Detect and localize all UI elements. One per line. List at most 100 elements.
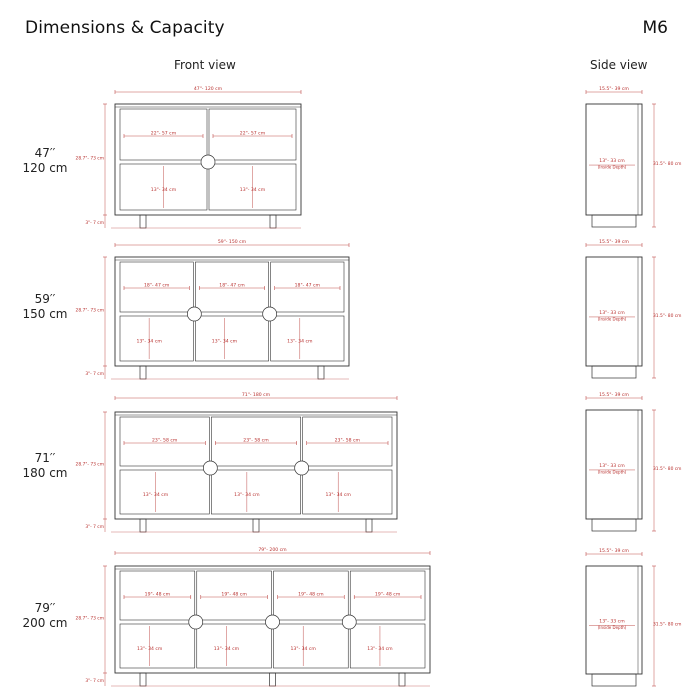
side-height-label: 31.5"- 80 cm <box>653 161 681 167</box>
lower-compartment <box>273 623 349 669</box>
side-leg <box>591 673 637 687</box>
shelf-width-label: 22"- 57 cm <box>151 131 177 137</box>
door-pull-circle <box>265 614 280 630</box>
sideboard-variant-4: 19"- 48 cm 13"- 34 cm 19"- 48 cm 13"- 34 cm… <box>76 547 681 687</box>
lower-compartment <box>119 163 208 211</box>
size-cm: 120 cm <box>22 161 68 175</box>
leg <box>139 214 147 229</box>
side-inner-note: (Inside Depth) <box>598 165 627 170</box>
size-cm: 150 cm <box>22 307 68 321</box>
size-cm: 180 cm <box>22 466 68 480</box>
door-pull-circle <box>341 614 357 630</box>
lower-height-label: 13"- 34 cm <box>212 339 238 345</box>
shelf-width-label: 22"- 57 cm <box>240 131 266 137</box>
overall-height-label: 28.7"- 73 cm <box>76 616 104 622</box>
leg <box>269 672 276 687</box>
upper-compartment <box>119 108 208 161</box>
upper-compartment <box>302 416 393 467</box>
leg <box>317 365 325 380</box>
upper-compartment <box>349 570 426 621</box>
sideboard-variant-3: 23"- 58 cm 13"- 34 cm 23"- 58 cm 13"- 34 cm… <box>76 392 681 533</box>
leg <box>365 518 373 533</box>
upper-compartment <box>211 416 301 467</box>
side-inner-label: 13"- 33 cm <box>599 618 625 624</box>
leg <box>269 214 277 229</box>
leg-height-label: 3"- 7 cm <box>85 371 104 377</box>
lower-height-label: 13"- 34 cm <box>240 187 266 193</box>
side-leg <box>591 518 637 532</box>
shelf-width-label: 19"- 48 cm <box>298 592 324 598</box>
shelf-width-label: 18"- 47 cm <box>295 283 321 289</box>
model-name: M6 <box>642 18 668 38</box>
leg <box>139 672 147 687</box>
size-inches: 79′′ <box>34 601 56 615</box>
sideboard-variant-2: 18"- 47 cm 13"- 34 cm 18"- 47 cm 13"- 34 cm… <box>76 239 681 380</box>
door-pull-circle <box>200 154 216 170</box>
door-pull-circle <box>262 306 278 322</box>
size-inches: 59′′ <box>34 292 56 306</box>
cabinet-outline <box>114 103 302 216</box>
leg-height-label: 3"- 7 cm <box>85 524 104 530</box>
leg <box>398 672 406 687</box>
upper-compartment <box>119 261 194 313</box>
door-pull-circle <box>186 306 202 322</box>
size-cm: 200 cm <box>22 616 68 630</box>
upper-compartment <box>119 416 210 467</box>
lower-compartment <box>302 469 393 515</box>
overall-height-label: 28.7"- 73 cm <box>76 462 104 468</box>
lower-compartment <box>196 623 272 669</box>
upper-compartment <box>273 570 349 621</box>
shelf-width-label: 23"- 58 cm <box>335 438 361 444</box>
side-height-label: 31.5"- 80 cm <box>653 313 681 319</box>
shelf-width-label: 19"- 48 cm <box>221 592 247 598</box>
side-leg <box>591 365 637 379</box>
upper-compartment <box>195 261 269 313</box>
side-inner-label: 13"- 33 cm <box>599 310 625 316</box>
overall-width-label: 79"- 200 cm <box>258 547 287 553</box>
size-label-150: 59′′ 150 cm <box>15 292 75 322</box>
lower-height-label: 13"- 34 cm <box>136 339 162 345</box>
side-height-label: 31.5"- 80 cm <box>653 466 681 472</box>
overall-height-label: 28.7"- 73 cm <box>76 308 104 314</box>
lower-height-label: 13"- 34 cm <box>214 646 240 652</box>
size-label-200: 79′′ 200 cm <box>15 601 75 631</box>
lower-height-label: 13"- 34 cm <box>151 187 177 193</box>
size-label-180: 71′′ 180 cm <box>15 451 75 481</box>
lower-compartment <box>270 315 345 362</box>
lower-compartment <box>211 469 301 515</box>
overall-width-label: 47"- 120 cm <box>194 86 223 92</box>
lower-compartment <box>119 623 196 669</box>
page-title: Dimensions & Capacity <box>25 18 225 38</box>
upper-compartment <box>196 570 272 621</box>
size-inches: 71′′ <box>34 451 56 465</box>
lower-height-label: 13"- 34 cm <box>143 492 169 498</box>
sideboard-variant-1: 22"- 57 cm 13"- 34 cm 22"- 57 cm 13"- 34 cm… <box>76 86 681 229</box>
door-pull-circle <box>202 460 218 476</box>
lower-compartment <box>195 315 269 362</box>
leg-height-label: 3"- 7 cm <box>85 678 104 684</box>
cabinet-outline <box>114 411 398 520</box>
door-pull-circle <box>188 614 204 630</box>
lower-height-label: 13"- 34 cm <box>367 646 393 652</box>
lower-height-label: 13"- 34 cm <box>291 646 317 652</box>
lower-height-label: 13"- 34 cm <box>326 492 352 498</box>
front-view-label: Front view <box>174 58 236 72</box>
shelf-width-label: 23"- 58 cm <box>243 438 269 444</box>
leg <box>252 518 260 533</box>
side-width-label: 15.5"- 39 cm <box>599 392 629 398</box>
side-width-label: 15.5"- 39 cm <box>599 548 629 554</box>
side-height-label: 31.5"- 80 cm <box>653 621 681 627</box>
side-width-label: 15.5"- 39 cm <box>599 86 629 92</box>
lower-compartment <box>119 469 210 515</box>
lower-compartment <box>349 623 426 669</box>
shelf-width-label: 19"- 48 cm <box>145 592 171 598</box>
lower-height-label: 13"- 34 cm <box>234 492 260 498</box>
lower-compartment <box>208 163 297 211</box>
upper-compartment <box>119 570 196 621</box>
upper-compartment <box>208 108 297 161</box>
shelf-width-label: 18"- 47 cm <box>219 283 245 289</box>
overall-width-label: 59"- 150 cm <box>218 239 247 245</box>
leg-height-label: 3"- 7 cm <box>85 220 104 226</box>
cabinet-outline <box>114 256 350 367</box>
shelf-width-label: 23"- 58 cm <box>152 438 178 444</box>
